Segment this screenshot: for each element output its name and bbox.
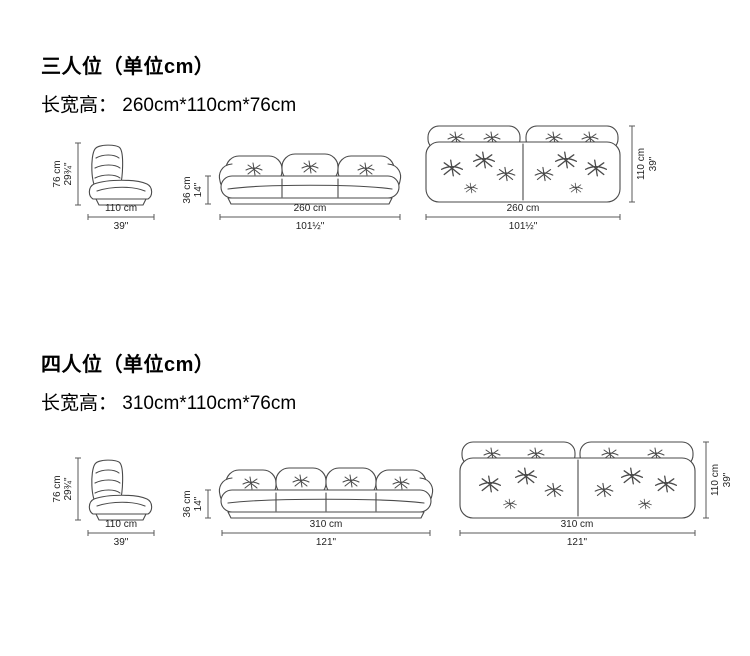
dim-label-cm: 76 cm bbox=[52, 160, 63, 187]
dim-label-cm: 110 cm bbox=[636, 148, 647, 180]
front-width-dimension bbox=[221, 530, 431, 536]
dim-label-inch: 39" bbox=[722, 472, 733, 487]
front-width-dimension bbox=[219, 214, 401, 220]
three-seater-dimensions: 长宽高： 260cm*110cm*76cm bbox=[41, 95, 297, 116]
side-height-dimension bbox=[75, 457, 81, 521]
dim-label-cm: 310 cm bbox=[561, 519, 594, 530]
dim-label-cm: 310 cm bbox=[310, 519, 343, 530]
four-seater-drawings: 76 cm 29¾" 110 cm 39" bbox=[52, 441, 733, 548]
dim-label-cm: 110 cm bbox=[710, 464, 721, 496]
three-seater-title: 三人位（单位cm） bbox=[41, 56, 215, 78]
dim-label-cm: 36 cm bbox=[182, 490, 193, 517]
side-height-dimension bbox=[75, 142, 81, 206]
dim-label-cm: 260 cm bbox=[507, 203, 540, 214]
four-seater-header: 四人位（单位cm） 长宽高： 310cm*110cm*76cm bbox=[41, 348, 296, 415]
dim-label-inch: 39" bbox=[648, 156, 659, 171]
four-seater-dimensions: 长宽高： 310cm*110cm*76cm bbox=[41, 393, 297, 414]
dim-label-inch: 101½" bbox=[509, 221, 538, 232]
sofa-side-view bbox=[88, 459, 153, 521]
side-width-dimension bbox=[87, 214, 155, 220]
dim-label-inch: 101½" bbox=[296, 221, 325, 232]
dim-label-cm: 76 cm bbox=[52, 475, 63, 502]
dim-label-inch: 121" bbox=[567, 537, 588, 548]
three-seater-drawings: 76 cm 29¾" 110 cm 39" bbox=[52, 125, 659, 232]
back-width-dimension bbox=[459, 530, 696, 536]
dim-label-inch: 121" bbox=[316, 537, 337, 548]
front-seat-height-dimension bbox=[205, 489, 211, 519]
back-height-dimension bbox=[629, 125, 635, 203]
dim-label-inch: 14" bbox=[193, 182, 204, 197]
dim-label-inch: 39" bbox=[114, 221, 129, 232]
dim-label-cm: 110 cm bbox=[105, 203, 137, 214]
sofa-front-view bbox=[218, 467, 434, 519]
dim-label-inch: 29¾" bbox=[63, 477, 74, 500]
dim-label-cm: 110 cm bbox=[105, 519, 137, 530]
three-seater-header: 三人位（单位cm） 长宽高： 260cm*110cm*76cm bbox=[41, 50, 296, 117]
front-seat-height-dimension bbox=[205, 175, 211, 205]
dim-label-inch: 39" bbox=[114, 537, 129, 548]
dim-label-inch: 29¾" bbox=[63, 162, 74, 185]
back-width-dimension bbox=[425, 214, 621, 220]
sofa-back-view bbox=[459, 441, 696, 519]
back-height-dimension bbox=[703, 441, 709, 519]
sofa-front-view bbox=[218, 153, 402, 205]
side-width-dimension bbox=[87, 530, 155, 536]
sofa-side-view bbox=[88, 144, 153, 206]
sofa-back-view bbox=[425, 125, 621, 203]
four-seater-title: 四人位（单位cm） bbox=[41, 354, 215, 376]
dim-label-cm: 260 cm bbox=[294, 203, 327, 214]
dim-label-inch: 14" bbox=[193, 496, 204, 511]
dim-label-cm: 36 cm bbox=[182, 176, 193, 203]
